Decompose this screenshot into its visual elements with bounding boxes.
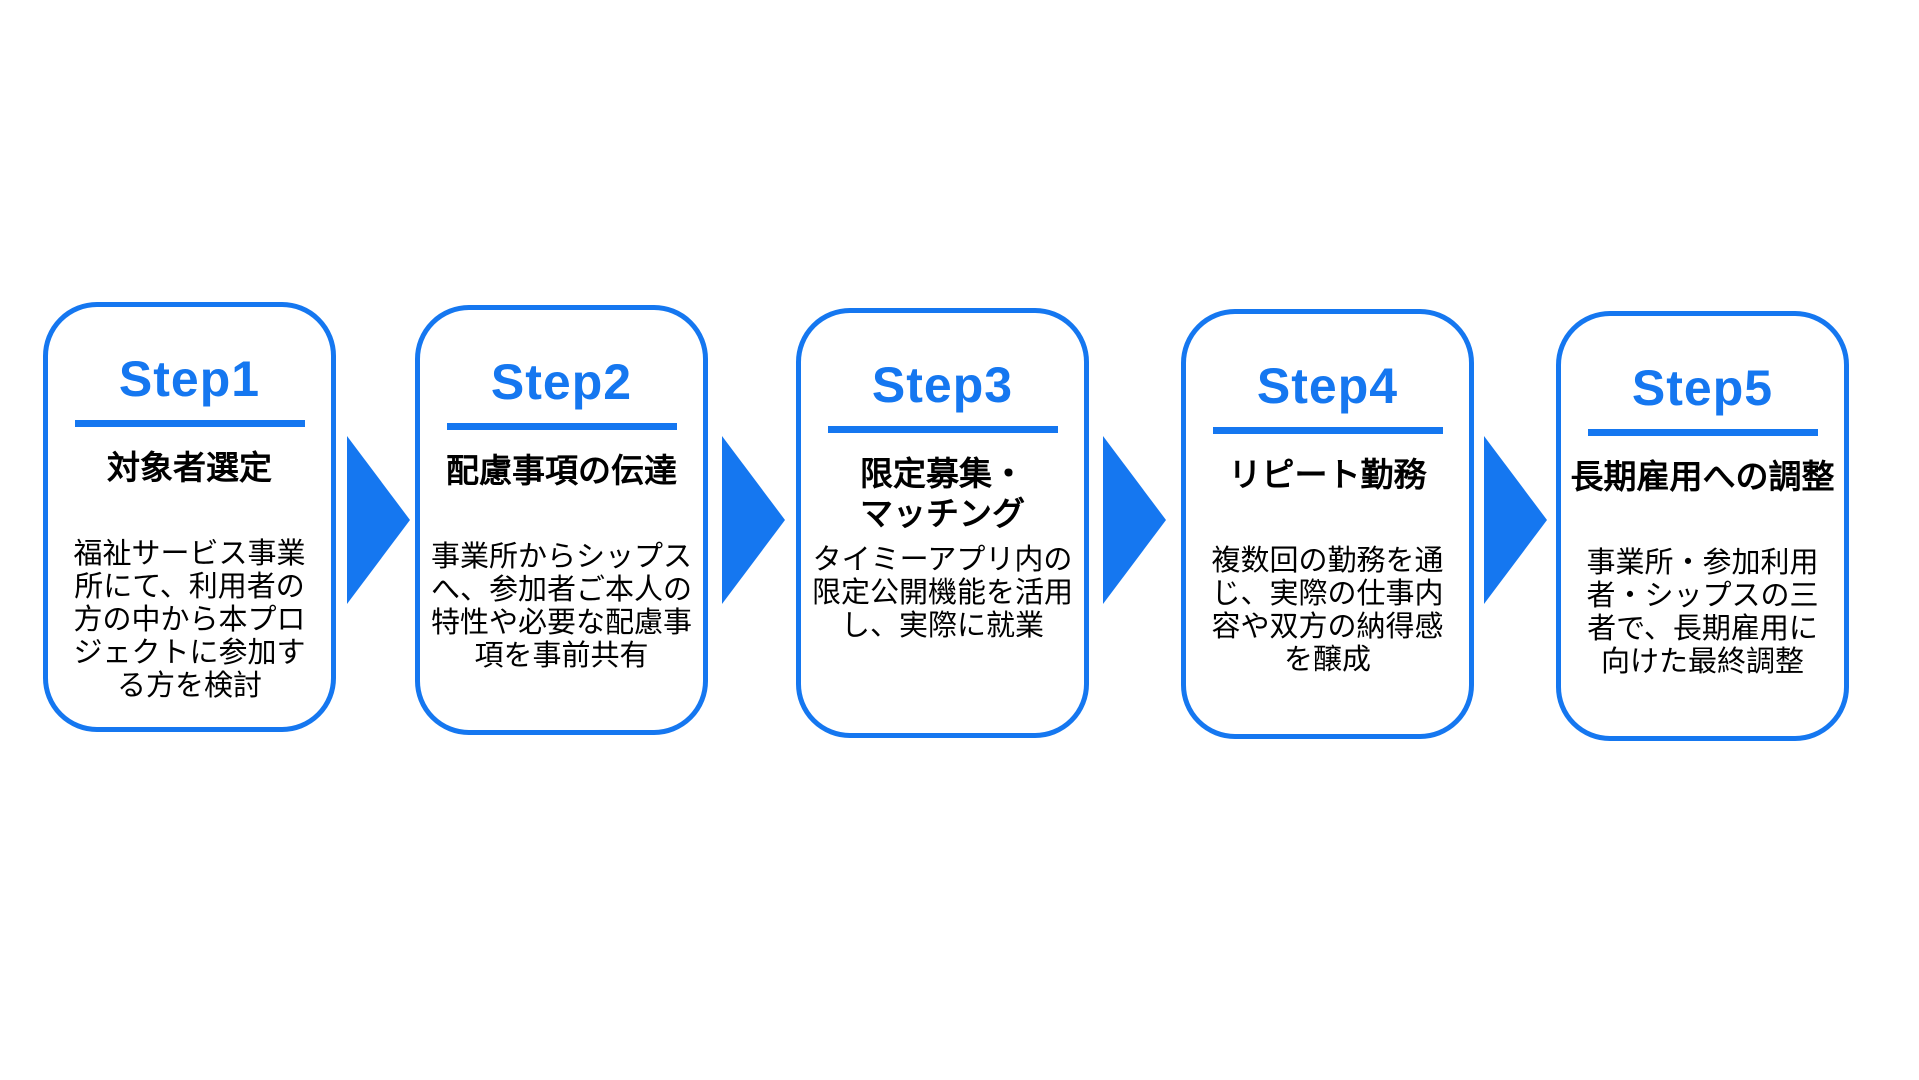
step-title: Step1 (118, 351, 261, 407)
step-body: 福祉サービス事業 所にて、利用者の 方の中から本プロ ジェクトに参加す る方を検… (73, 538, 306, 702)
step-title: Step2 (490, 354, 633, 410)
arrow-right-icon (347, 436, 410, 604)
step-title: Step5 (1631, 360, 1774, 416)
step-card-2: Step2 配慮事項の伝達 事業所からシップス へ、参加者ご本人の 特性や必要な… (415, 305, 708, 735)
step-body: 複数回の勤務を通 じ、実際の仕事内 容や双方の納得感 を醸成 (1211, 545, 1444, 676)
step-card-3: Step3 限定募集・ マッチング タイミーアプリ内の 限定公開機能を活用 し、… (796, 308, 1089, 738)
arrow-right-icon (722, 436, 785, 604)
arrow-right-icon (1484, 436, 1547, 604)
arrow-right-icon (1103, 436, 1166, 604)
step-title-underline (1587, 429, 1818, 436)
step-subtitle: リピート勤務 (1228, 456, 1427, 493)
step-subtitle: 長期雇用への調整 (1570, 458, 1835, 495)
step-card-1: Step1 対象者選定 福祉サービス事業 所にて、利用者の 方の中から本プロ ジ… (43, 302, 336, 732)
step-title: Step4 (1256, 358, 1399, 414)
step-title-underline (74, 420, 305, 427)
step-body: 事業所からシップス へ、参加者ご本人の 特性や必要な配慮事 項を事前共有 (430, 541, 692, 672)
step-body: 事業所・参加利用 者・シップスの三 者で、長期雇用に 向けた最終調整 (1586, 547, 1819, 678)
step-title-underline (446, 423, 677, 430)
step-subtitle: 配慮事項の伝達 (446, 452, 677, 489)
step-card-5: Step5 長期雇用への調整 事業所・参加利用 者・シップスの三 者で、長期雇用… (1556, 311, 1849, 741)
step-title-underline (827, 426, 1058, 433)
step-title: Step3 (871, 357, 1014, 413)
step-card-4: Step4 リピート勤務 複数回の勤務を通 じ、実際の仕事内 容や双方の納得感 … (1181, 309, 1474, 739)
step-body: タイミーアプリ内の 限定公開機能を活用 し、実際に就業 (811, 544, 1073, 642)
step-subtitle: 対象者選定 (107, 449, 272, 486)
step-subtitle: 限定募集・ マッチング (860, 455, 1025, 532)
step-title-underline (1212, 427, 1443, 434)
